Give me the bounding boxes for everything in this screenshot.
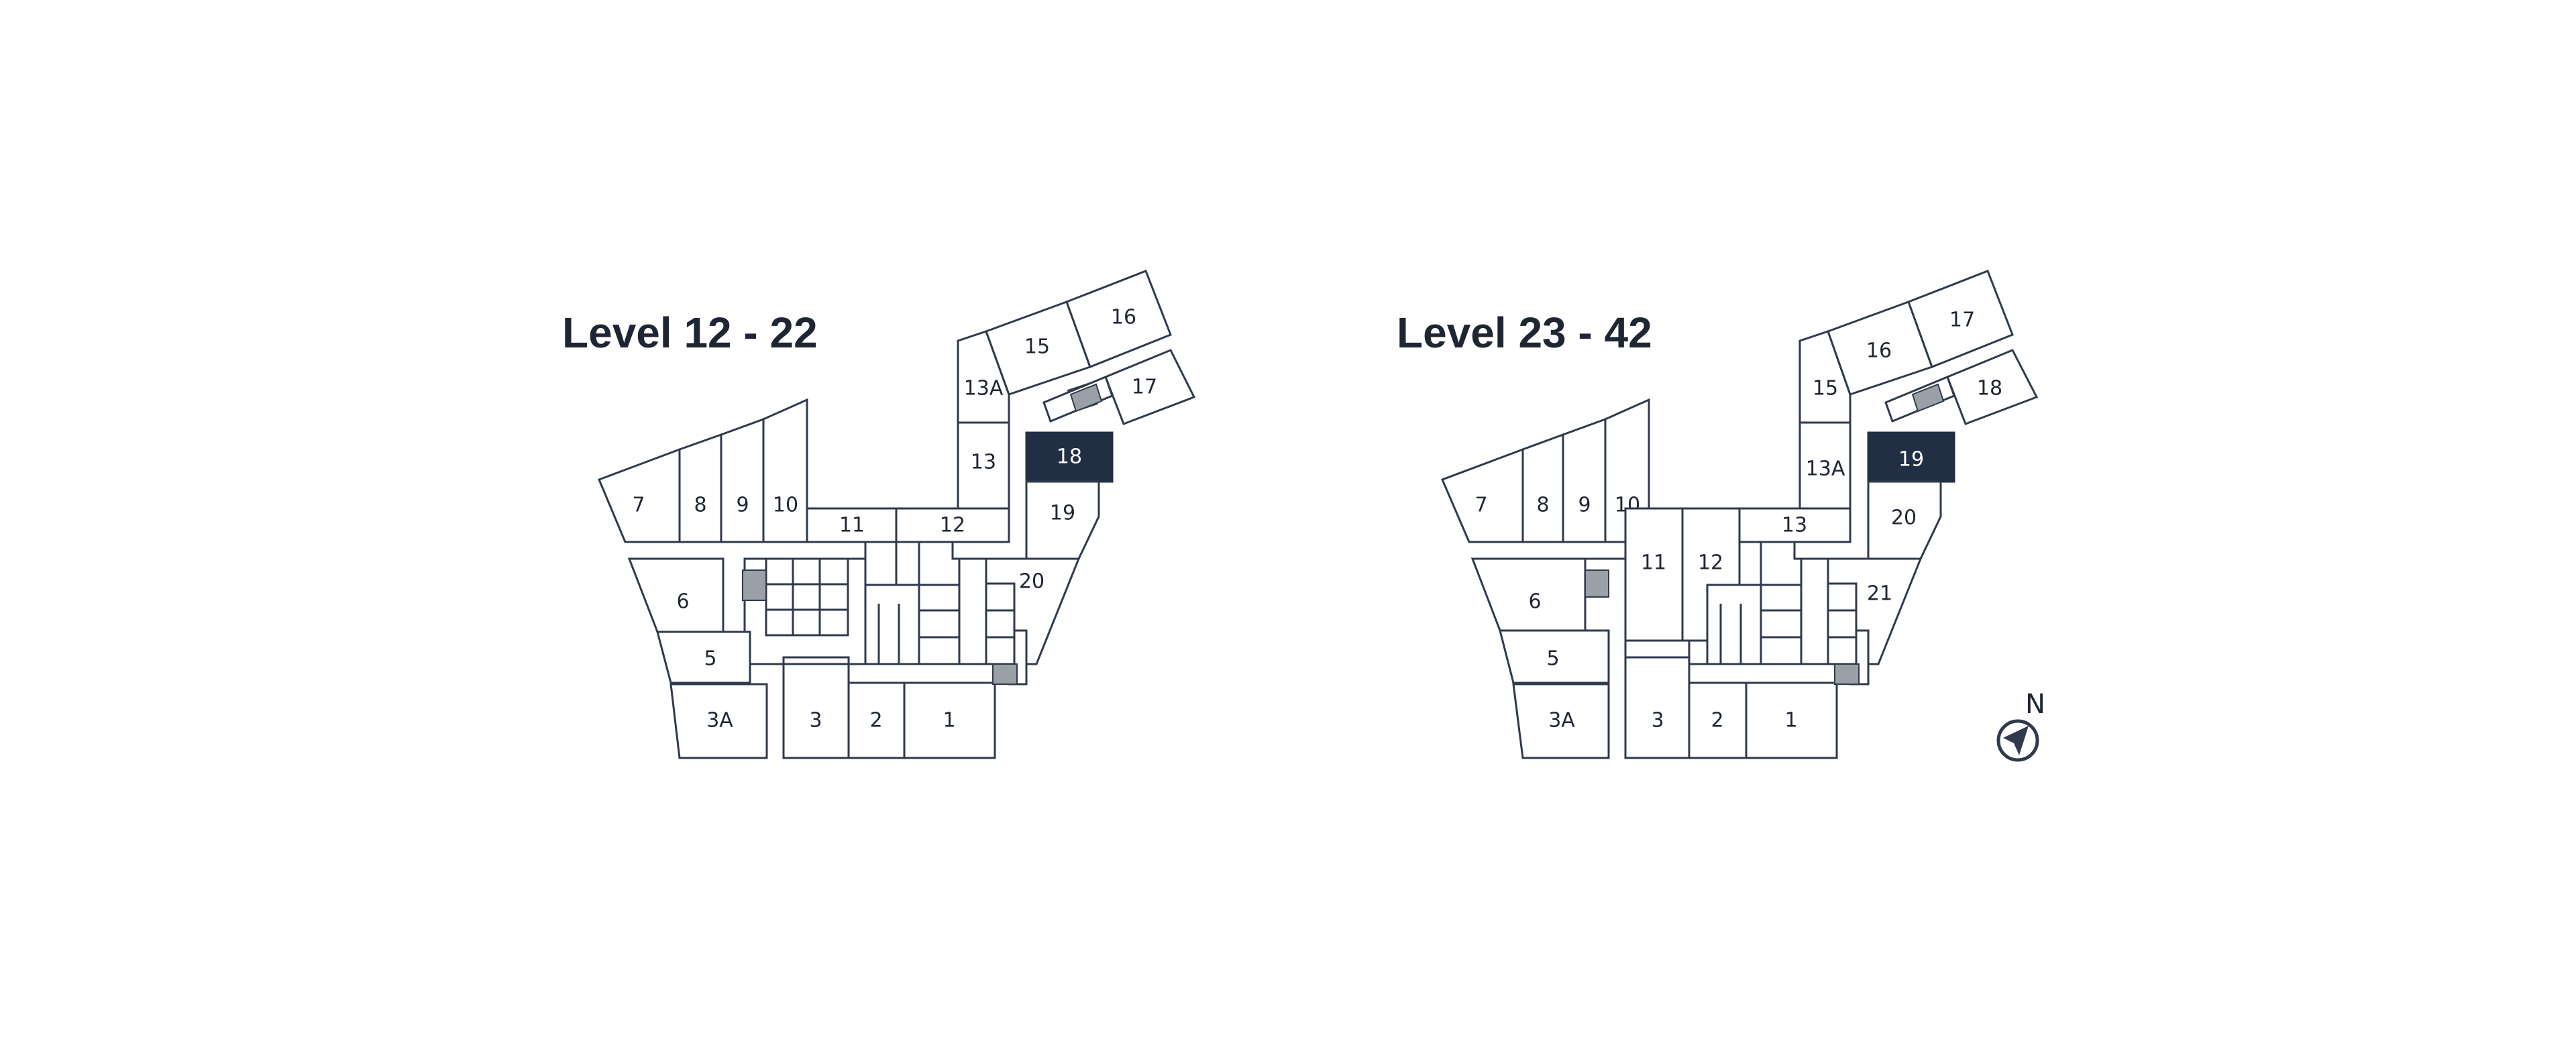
unit-13A[interactable]: 13A	[957, 330, 1010, 424]
unit-2[interactable]: 2	[847, 681, 906, 759]
floor-plan-level-12-22: Level 12 - 22 7 8 9 10 11 12 6	[562, 270, 1196, 759]
unit-17[interactable]: 17	[1104, 349, 1196, 425]
svg-text:19: 19	[1898, 448, 1924, 472]
unit-12[interactable]: 12	[895, 507, 1010, 543]
unit-6[interactable]: 6	[627, 557, 724, 633]
north-label: N	[2025, 689, 2045, 720]
svg-text:15: 15	[1813, 377, 1838, 400]
unit-1[interactable]: 1	[1745, 681, 1838, 759]
compass-arrow-icon	[2003, 726, 2029, 755]
unit-1[interactable]: 1	[903, 681, 996, 759]
building-core	[1469, 376, 1955, 686]
svg-text:5: 5	[1546, 647, 1559, 671]
svg-text:3: 3	[809, 709, 822, 732]
unit-18[interactable]: 18	[1946, 349, 2039, 425]
unit-13[interactable]: 13	[957, 421, 1010, 510]
svg-text:15: 15	[1024, 335, 1050, 359]
plan-title: Level 12 - 22	[562, 309, 818, 357]
svg-text:20: 20	[1019, 570, 1044, 594]
svg-text:9: 9	[736, 494, 749, 517]
svg-text:7: 7	[632, 494, 645, 517]
svg-text:17: 17	[1949, 309, 1975, 332]
svg-text:13: 13	[971, 451, 996, 474]
unit-3[interactable]: 3	[782, 656, 850, 759]
unit-15[interactable]: 15	[1799, 330, 1851, 424]
unit-9[interactable]: 9	[1562, 417, 1607, 543]
svg-text:7: 7	[1474, 494, 1487, 517]
floor-plan-level-23-42: Level 23 - 42 7 8 9 10 11 12 13	[1397, 270, 2039, 759]
unit-6[interactable]: 6	[1470, 557, 1587, 632]
svg-text:6: 6	[676, 590, 689, 614]
svg-text:18: 18	[1057, 445, 1082, 469]
svg-text:12: 12	[1698, 551, 1723, 575]
unit-13[interactable]: 13	[1738, 507, 1851, 543]
svg-text:11: 11	[1641, 551, 1666, 575]
svg-text:17: 17	[1132, 376, 1157, 399]
unit-16[interactable]: 16	[1065, 270, 1172, 368]
unit-3A[interactable]: 3A	[1512, 683, 1610, 759]
north-compass: N	[1996, 689, 2045, 762]
svg-text:20: 20	[1891, 506, 1917, 530]
svg-text:1: 1	[1784, 709, 1797, 732]
svg-text:10: 10	[773, 494, 798, 517]
unit-11[interactable]: 11	[806, 507, 898, 543]
svg-text:13: 13	[1782, 514, 1807, 537]
unit-9[interactable]: 9	[720, 417, 765, 543]
unit-18[interactable]: 18	[1025, 431, 1114, 483]
unit-5[interactable]: 5	[1499, 629, 1610, 684]
unit-8[interactable]: 8	[678, 433, 722, 543]
unit-19[interactable]: 19	[1025, 480, 1100, 560]
svg-text:2: 2	[869, 709, 882, 732]
svg-text:9: 9	[1578, 494, 1591, 517]
unit-13A[interactable]: 13A	[1799, 421, 1851, 510]
svg-text:11: 11	[839, 514, 865, 537]
unit-8[interactable]: 8	[1521, 433, 1564, 543]
plan-title: Level 23 - 42	[1397, 309, 1652, 357]
svg-text:16: 16	[1111, 306, 1136, 329]
unit-15[interactable]: 15	[985, 301, 1091, 396]
svg-text:18: 18	[1977, 377, 2002, 400]
unit-17[interactable]: 17	[1907, 270, 2014, 368]
unit-3[interactable]: 3	[1624, 656, 1690, 759]
unit-7[interactable]: 7	[1441, 447, 1524, 543]
svg-text:3A: 3A	[706, 709, 733, 732]
svg-text:1: 1	[943, 709, 955, 732]
svg-text:5: 5	[704, 647, 716, 671]
svg-text:13A: 13A	[964, 377, 1004, 400]
svg-text:12: 12	[940, 514, 965, 537]
svg-text:3: 3	[1651, 709, 1664, 732]
svg-text:16: 16	[1866, 339, 1892, 363]
unit-3A[interactable]: 3A	[669, 683, 768, 759]
unit-20[interactable]: 20	[1867, 480, 1942, 560]
svg-text:8: 8	[694, 494, 706, 517]
svg-text:3A: 3A	[1548, 709, 1575, 732]
svg-text:19: 19	[1050, 502, 1075, 525]
unit-7[interactable]: 7	[598, 447, 681, 543]
unit-19[interactable]: 19	[1867, 431, 1955, 483]
svg-text:2: 2	[1711, 709, 1723, 732]
unit-5[interactable]: 5	[656, 631, 751, 684]
svg-text:8: 8	[1536, 494, 1549, 517]
svg-text:21: 21	[1867, 582, 1892, 606]
unit-10[interactable]: 10	[762, 398, 808, 543]
svg-text:13A: 13A	[1806, 457, 1845, 481]
compass-icon	[1996, 719, 2039, 762]
building-core	[625, 376, 1114, 686]
unit-2[interactable]: 2	[1688, 681, 1748, 759]
svg-text:6: 6	[1528, 590, 1541, 614]
unit-11[interactable]: 11	[1624, 507, 1684, 642]
